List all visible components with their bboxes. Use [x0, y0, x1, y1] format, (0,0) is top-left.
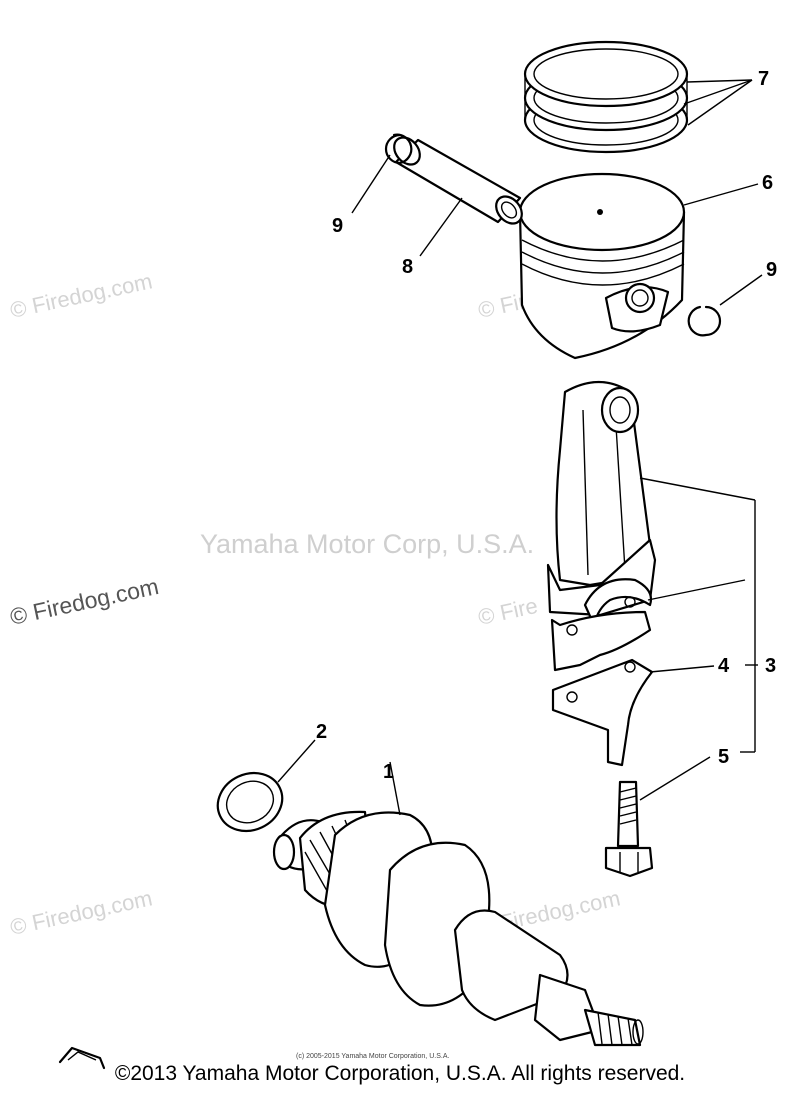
lock-washer	[551, 658, 654, 767]
watermark-yamaha: Yamaha Motor Corp, U.S.A.	[200, 529, 534, 559]
callout-labels: 1 2 3 4 5 6 7 8 9 9	[316, 68, 777, 783]
oil-seal	[216, 771, 284, 833]
callout-4: 4	[718, 655, 730, 677]
yamaha-logo-fragment	[58, 1046, 106, 1070]
leader-lines	[277, 79, 763, 816]
piston	[518, 172, 686, 360]
crankshaft	[272, 810, 644, 1047]
watermark-firedog: © Fire	[476, 593, 540, 630]
callout-8: 8	[402, 256, 413, 278]
piston-pin-clip-right	[687, 305, 722, 337]
watermark-firedog: © Firedog.com	[8, 268, 155, 323]
connecting-rod	[546, 381, 657, 672]
callout-2: 2	[316, 721, 327, 743]
callout-7: 7	[758, 68, 769, 90]
piston-pin	[393, 136, 523, 225]
fine-print: (c) 2005-2015 Yamaha Motor Corporation, …	[296, 1053, 449, 1060]
connecting-rod-bolt	[604, 780, 654, 878]
callout-9-left: 9	[332, 215, 343, 237]
callout-6: 6	[762, 172, 773, 194]
watermark-firedog: © Firedog.com	[8, 573, 161, 630]
callout-1: 1	[383, 761, 394, 783]
copyright-footer: ©2013 Yamaha Motor Corporation, U.S.A. A…	[114, 1062, 686, 1085]
callout-5: 5	[718, 746, 729, 768]
watermark-firedog: © Firedog.com	[8, 885, 155, 940]
callout-3: 3	[765, 655, 776, 677]
piston-pin-clip-left	[384, 133, 413, 165]
callout-9-right: 9	[766, 259, 777, 281]
piston-rings	[523, 40, 689, 154]
